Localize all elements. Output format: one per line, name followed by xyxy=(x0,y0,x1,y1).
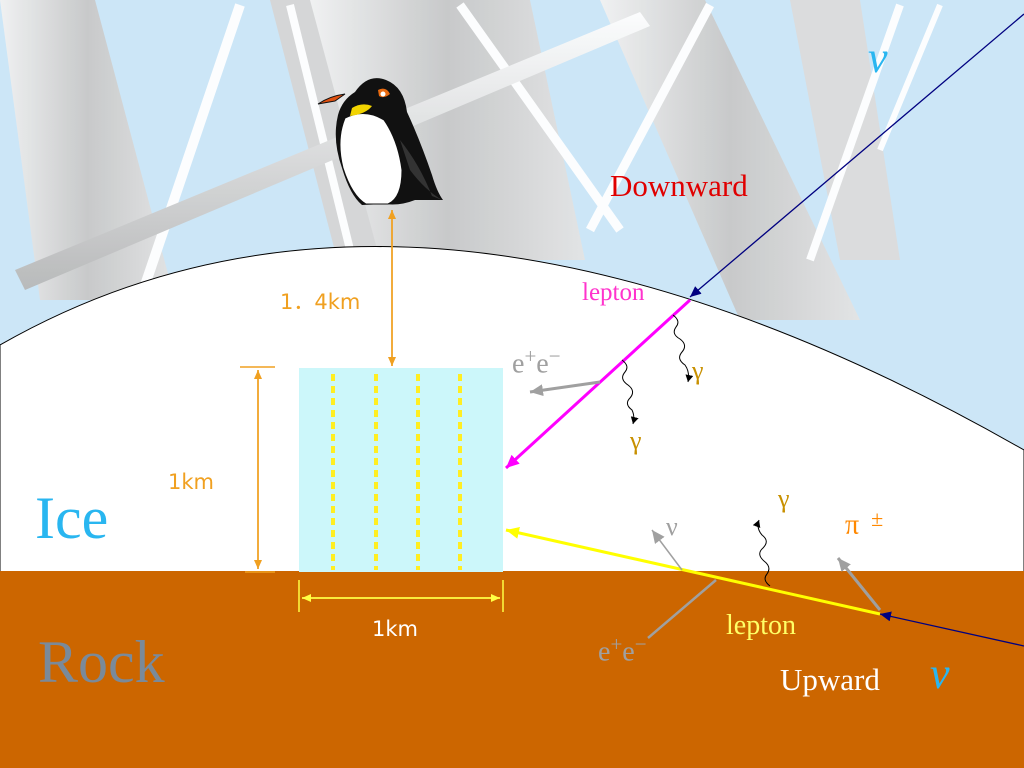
gamma-label-b: γ xyxy=(630,426,642,455)
height-label: 1km xyxy=(168,470,214,494)
width-label: 1km xyxy=(372,617,418,641)
secondary-neutrino-label: ν xyxy=(666,512,678,541)
rock-label: Rock xyxy=(38,629,165,695)
top-neutrino-label: ν xyxy=(868,33,888,82)
pair-label-bottom: e+e− xyxy=(598,632,647,668)
penguin-icon xyxy=(317,78,443,205)
downward-pair-track xyxy=(529,380,601,397)
pion-track xyxy=(836,557,882,611)
downward-neutrino-track xyxy=(689,13,1024,298)
downward-gamma-track xyxy=(672,314,694,383)
gamma-label-a: γ xyxy=(692,356,704,385)
pair-label-top: e+e− xyxy=(512,344,561,380)
gamma-label-c: γ xyxy=(778,484,790,513)
downward-lepton-track xyxy=(504,298,692,470)
upward-pair-track xyxy=(647,579,717,639)
upward-lepton-track xyxy=(505,526,881,616)
upward-label: Upward xyxy=(780,662,880,697)
downward-label: Downward xyxy=(610,168,748,203)
height-dimension xyxy=(240,366,275,573)
detector-strings xyxy=(331,374,462,570)
rock-region xyxy=(0,571,1024,768)
upward-gamma-track xyxy=(752,519,771,587)
bottom-neutrino-label: ν xyxy=(930,649,950,698)
upward-lepton-label: lepton xyxy=(726,610,796,641)
depth-label: 1．4km xyxy=(280,290,361,314)
ice-label: Ice xyxy=(35,485,109,551)
width-dimension xyxy=(298,580,504,612)
downward-lepton-label: lepton xyxy=(582,279,645,306)
secondary-neutrino-track xyxy=(651,529,683,571)
upward-neutrino-track xyxy=(879,611,1024,647)
detector-volume xyxy=(299,368,503,572)
ice-region xyxy=(0,246,1024,573)
downward-gamma-track xyxy=(621,359,639,425)
pion-label: π± xyxy=(845,506,884,541)
